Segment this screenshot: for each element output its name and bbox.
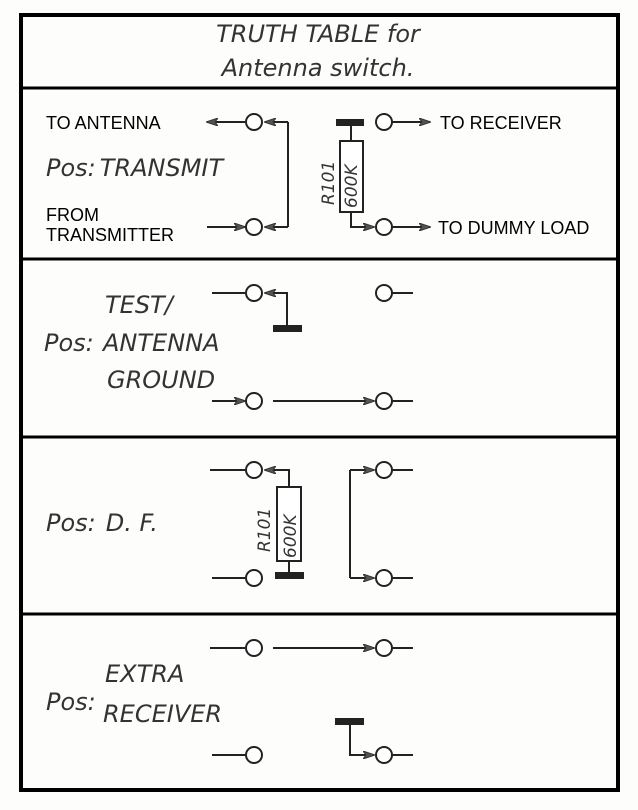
terminal-antenna (245, 639, 263, 657)
resistor-r101 (276, 486, 302, 562)
terminal-receiver (375, 461, 393, 479)
ground-bar (335, 718, 364, 725)
label-to-antenna: TO ANTENNA (46, 113, 161, 133)
terminal-antenna (245, 461, 263, 479)
resistor-value: 600K (281, 513, 301, 558)
label-to-receiver: TO RECEIVER (440, 113, 562, 133)
terminal-receiver (375, 113, 393, 131)
title-line-1: TRUTH TABLE for (216, 20, 422, 48)
terminal-transmitter (245, 392, 263, 410)
pos-prefix: Pos: (44, 329, 94, 357)
resistor-to-antenna (265, 470, 290, 487)
terminal-dummy-load (375, 392, 393, 410)
title-line-2: Antenna switch. (220, 54, 415, 82)
pos-line: GROUND (107, 366, 215, 394)
pos-line: EXTRA (105, 660, 184, 688)
resistor-value: 600K (342, 163, 362, 208)
terminal-transmitter (245, 218, 263, 236)
resistor-designator: R101 (255, 508, 275, 552)
pos-line: ANTENNA (101, 329, 220, 357)
terminal-dummy-load (375, 569, 393, 587)
pos-prefix: Pos: (46, 688, 96, 716)
ground-bar (273, 325, 302, 332)
terminal-antenna (245, 113, 263, 131)
title: TRUTH TABLE for Antenna switch. (216, 20, 422, 82)
ground-to-dummy (349, 725, 374, 755)
pos-name: D. F. (106, 509, 158, 537)
row-test-antenna-ground: TEST/ Pos: ANTENNA GROUND (44, 284, 413, 410)
row-transmit: TO ANTENNA FROM TRANSMITTER TO RECEIVER … (46, 113, 589, 245)
resistor-to-dummy (350, 212, 374, 227)
ground-bar (336, 119, 364, 126)
label-transmitter: TRANSMITTER (46, 225, 174, 245)
ground-bar (275, 572, 304, 579)
pos-name: TRANSMIT (100, 154, 226, 182)
pos-line: RECEIVER (103, 700, 222, 728)
terminal-receiver (375, 639, 393, 657)
ground-link (265, 293, 288, 328)
resistor-designator: R101 (319, 161, 339, 205)
position-label: Pos:TRANSMIT (46, 154, 225, 182)
terminal-transmitter (245, 746, 263, 764)
terminal-dummy-load (375, 746, 393, 764)
position-label: Pos: D. F. (46, 509, 158, 537)
table-frame (19, 13, 620, 792)
terminal-receiver (375, 284, 393, 302)
pos-prefix: Pos: (46, 509, 96, 537)
terminal-transmitter (245, 569, 263, 587)
pos-line: TEST/ (105, 291, 176, 319)
row-df: Pos: D. F. 600K R101 (46, 461, 413, 587)
label-from: FROM (46, 205, 99, 225)
terminal-dummy-load (375, 218, 393, 236)
row-extra-receiver: EXTRA Pos: RECEIVER (46, 639, 413, 764)
pos-prefix: Pos: (46, 154, 96, 182)
label-to-dummy-load: TO DUMMY LOAD (438, 218, 589, 238)
terminal-antenna (245, 284, 263, 302)
